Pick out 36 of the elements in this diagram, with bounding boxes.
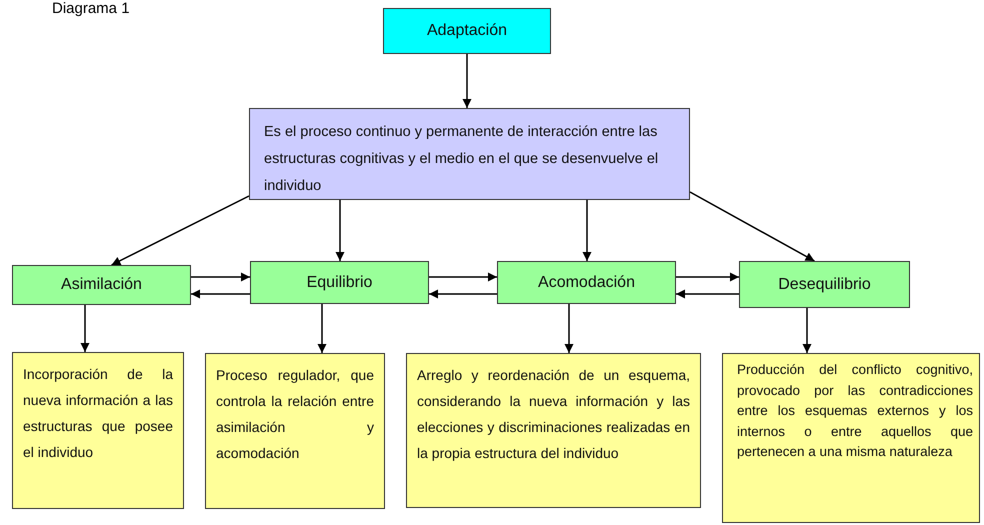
arrow bbox=[336, 200, 344, 261]
arrow bbox=[191, 272, 250, 282]
description-box bbox=[406, 353, 701, 508]
arrow bbox=[111, 195, 250, 266]
concept-box bbox=[12, 265, 191, 305]
box-text: Incorporación de la nueva información a las estructuras que posee el individuo bbox=[23, 365, 173, 462]
arrow bbox=[802, 308, 812, 353]
box-text: Proceso regulador, que controla la relación entre asimilación y acomodación bbox=[216, 366, 374, 463]
concept-box bbox=[739, 261, 910, 308]
box-text: Asimilación bbox=[61, 276, 142, 294]
concept-box bbox=[497, 261, 676, 304]
arrow bbox=[191, 290, 250, 298]
box-text: Es el proceso continuo y permanente de interacción entre las estructuras cognitivas y el medio en el que se desenvuelve el individuo bbox=[264, 123, 660, 196]
arrow bbox=[676, 272, 739, 282]
description-box bbox=[12, 352, 184, 509]
box-text: Producción del conflicto cognitivo, provocado por las contradicciones entre los esquemas externos y los internos o entre aquellos que pertenecen a una misma naturaleza bbox=[737, 361, 973, 461]
arrow bbox=[582, 200, 592, 261]
concept-box bbox=[250, 261, 429, 304]
arrow bbox=[429, 290, 497, 298]
box-text: Desequilibrio bbox=[778, 276, 871, 294]
box-text: Acomodación bbox=[538, 274, 635, 292]
box-text: Adaptación bbox=[426, 22, 508, 40]
arrow bbox=[564, 304, 574, 353]
title-box bbox=[383, 8, 551, 54]
arrow bbox=[318, 304, 326, 353]
box-text: Arreglo y reordenación de un esquema, considerando la nueva información y las elecciones y discriminaciones realizadas en la propia estructura del individuo bbox=[417, 366, 690, 463]
diagram-title: Diagrama 1 bbox=[52, 0, 130, 17]
arrow bbox=[690, 191, 815, 262]
definition-box bbox=[249, 108, 690, 200]
arrow bbox=[429, 272, 497, 282]
arrow bbox=[462, 54, 472, 108]
description-box bbox=[722, 353, 980, 523]
arrow bbox=[80, 305, 90, 352]
arrow bbox=[676, 290, 739, 298]
description-box bbox=[205, 353, 385, 509]
box-text: Equilibrio bbox=[306, 274, 372, 292]
